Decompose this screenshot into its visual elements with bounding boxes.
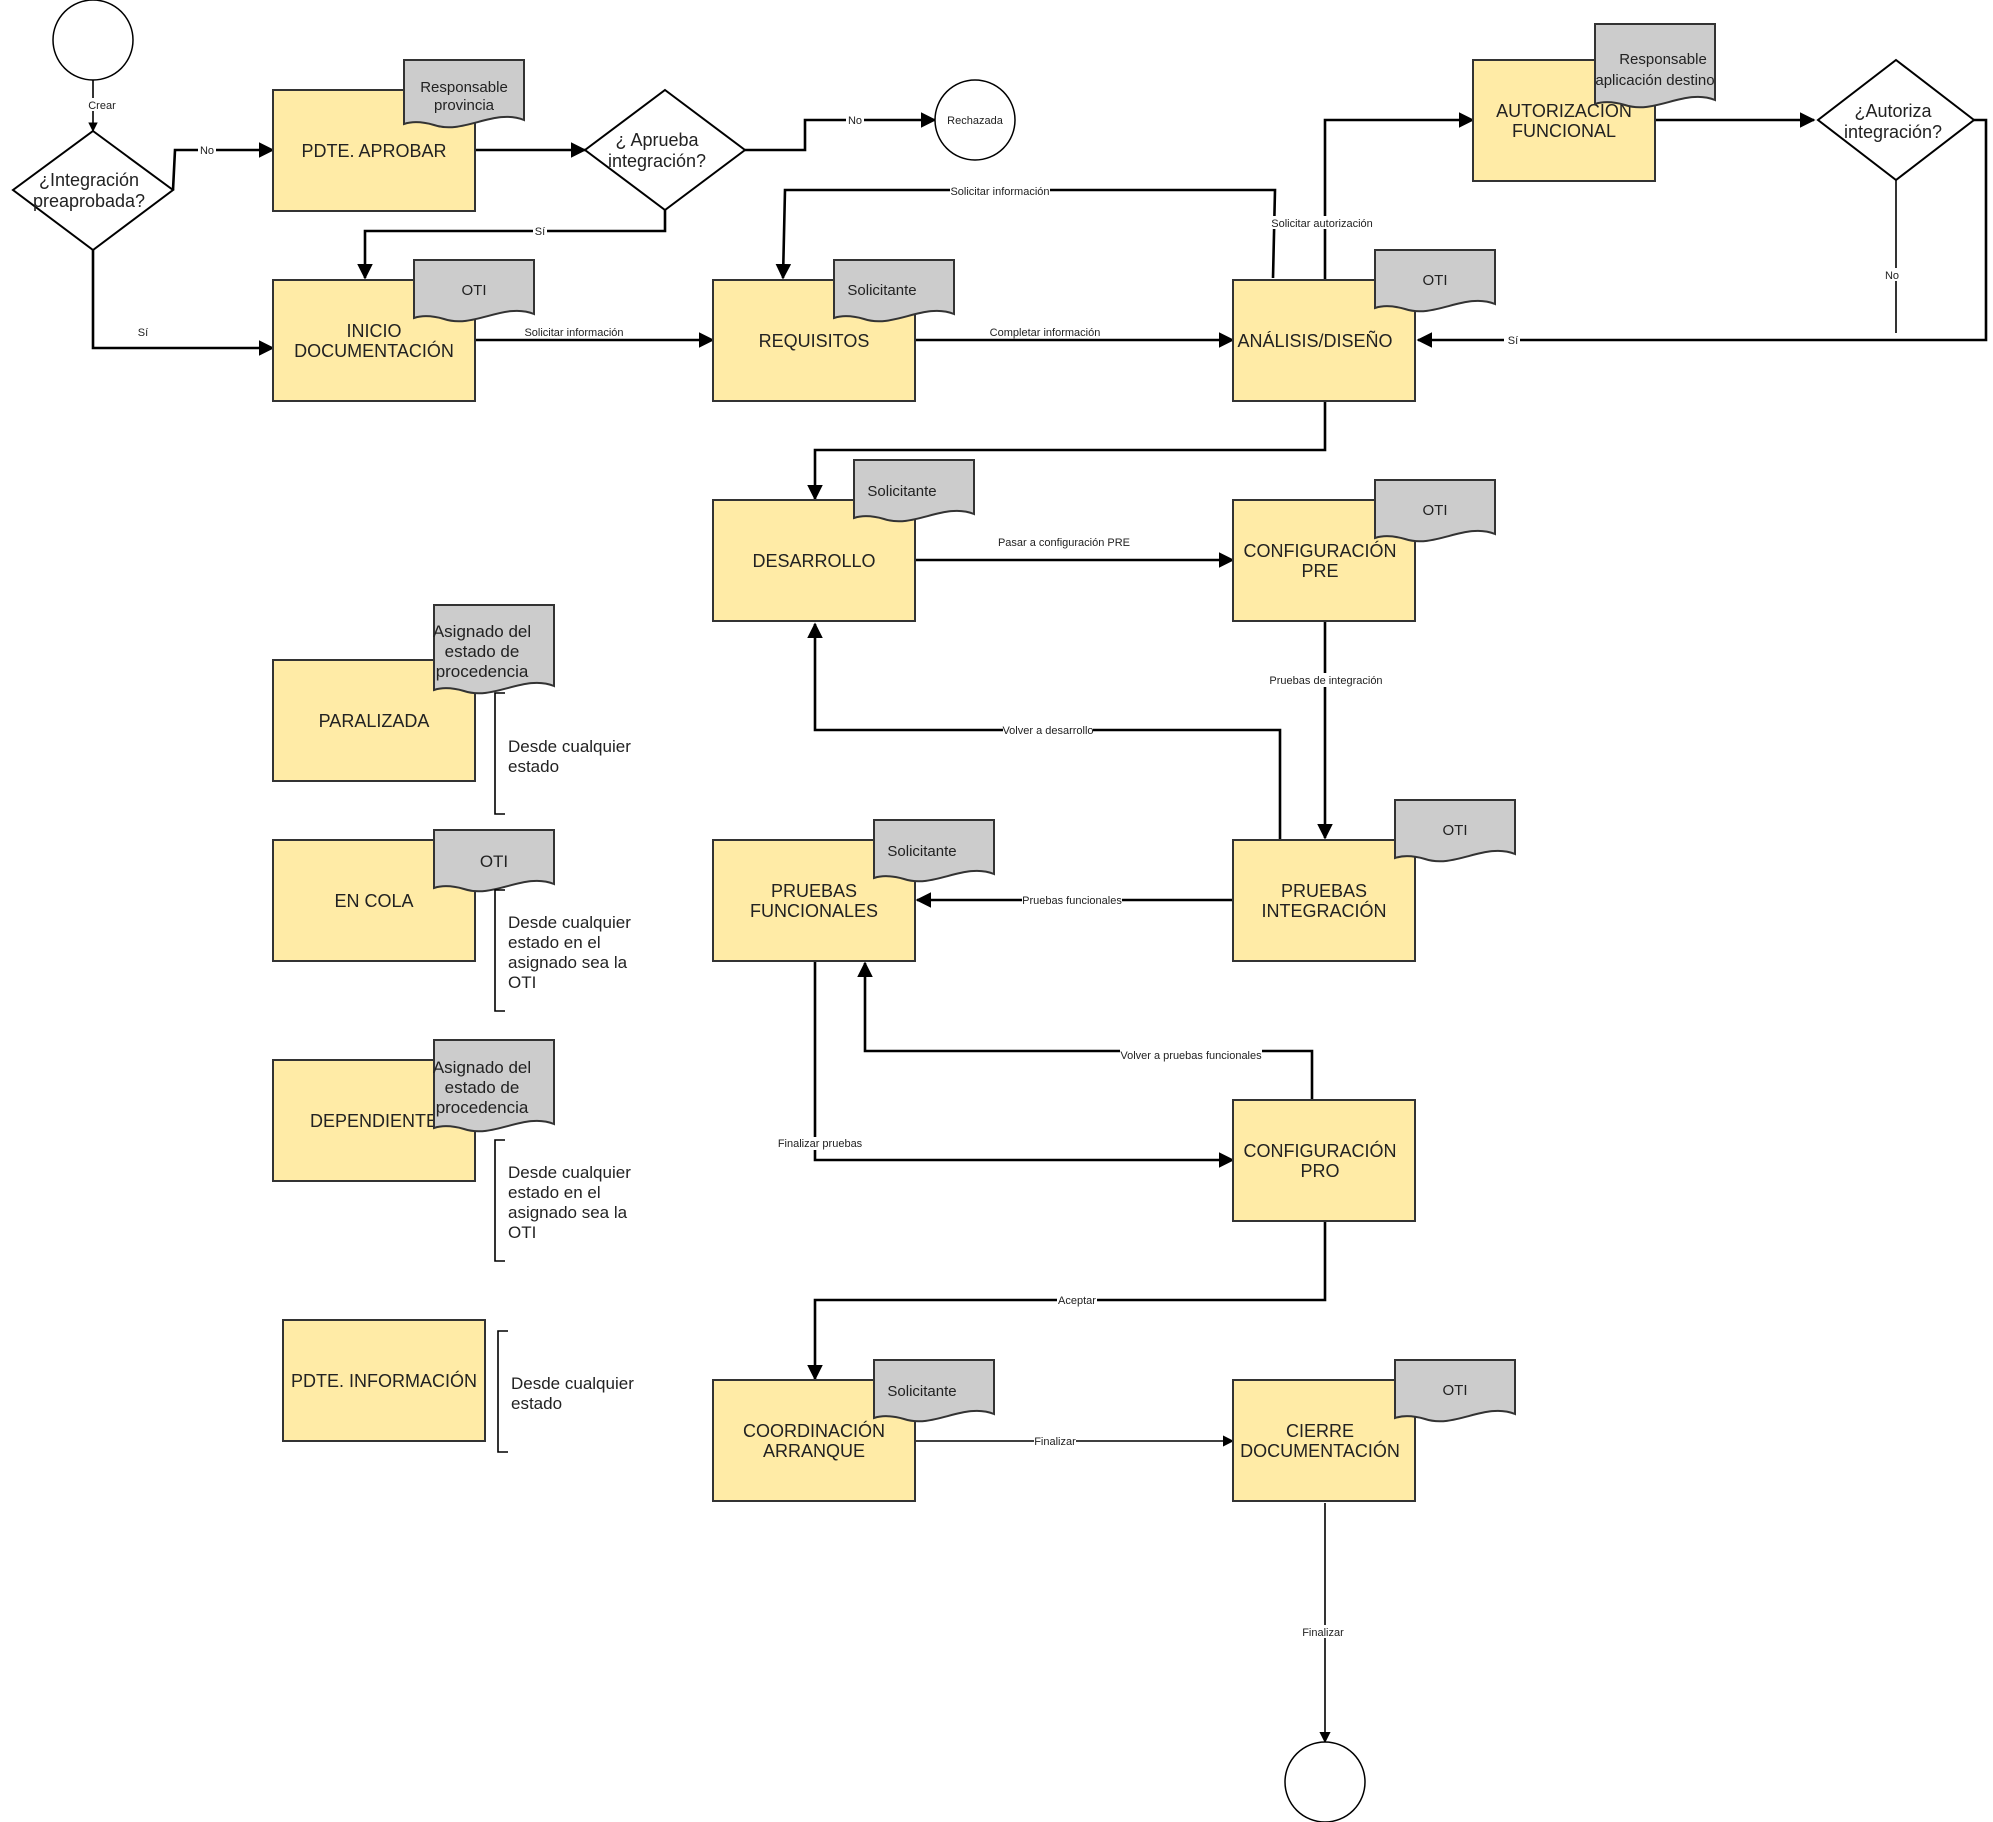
svg-text:OTI: OTI — [1443, 822, 1468, 839]
edge-analisis-to-desarrollo — [807, 402, 1327, 501]
edge-label-pruebas-funcionales: Pruebas funcionales — [1022, 895, 1122, 907]
svg-text:Solicitante: Solicitante — [887, 1383, 956, 1400]
note-solicitante-requisitos: Solicitante — [833, 259, 955, 323]
start-node — [52, 0, 134, 81]
edge-label-solicitar-autorizacion: Solicitar autorización — [1271, 218, 1373, 230]
svg-text:DEPENDIENTE: DEPENDIENTE — [310, 1111, 438, 1131]
edge-label-finalizar-2: Finalizar — [1302, 1627, 1344, 1639]
edge-label-finalizar-pruebas: Finalizar pruebas — [778, 1138, 863, 1150]
edge-label-solicitar-informacion-2: Solicitar información — [950, 186, 1049, 198]
state-requisitos: REQUISITOS — [712, 279, 916, 402]
edge-label-no-3: No — [1885, 270, 1899, 282]
note-oti-en-cola: OTI — [433, 829, 555, 893]
svg-text:Solicitante: Solicitante — [887, 843, 956, 860]
brace-paralizada — [494, 692, 505, 815]
note-oti-config-pre: OTI — [1374, 479, 1496, 543]
svg-text:OTI: OTI — [1423, 502, 1448, 519]
svg-text:OTI: OTI — [480, 852, 508, 871]
note-solicitante-desarrollo: Solicitante — [853, 459, 975, 523]
edge-label-no-1: No — [200, 145, 214, 157]
edge-label-completar-informacion: Completar información — [990, 327, 1101, 339]
svg-text:ANÁLISIS/DISEÑO: ANÁLISIS/DISEÑO — [1237, 330, 1392, 351]
decision-autoriza-integracion — [1816, 58, 1976, 182]
edge-label-no-2: No — [848, 115, 862, 127]
note-solicitante-coordinacion: Solicitante — [873, 1359, 995, 1423]
edge-label-si-1: Sí — [138, 327, 148, 339]
edge-label-si-3: Sí — [1508, 335, 1518, 347]
edge-label-aceptar: Aceptar — [1058, 1295, 1096, 1307]
rechazada-node — [934, 79, 1016, 161]
rechazada-label: Rechazada — [947, 115, 1004, 127]
decision-aprueba-integracion — [583, 88, 747, 212]
svg-text:EN COLA: EN COLA — [334, 891, 413, 911]
brace-dependiente — [494, 1139, 505, 1262]
note-oti-cierre: OTI — [1394, 1359, 1516, 1423]
edge-label-volver-a-pruebas-funcionales: Volver a pruebas funcionales — [1120, 1050, 1262, 1062]
brace-en-cola — [494, 889, 505, 1012]
svg-text:PARALIZADA: PARALIZADA — [319, 711, 430, 731]
edge-decision-3-si — [1416, 118, 1988, 348]
svg-text:PDTE. APROBAR: PDTE. APROBAR — [301, 141, 446, 161]
edge-decision-1-si — [91, 250, 275, 356]
edge-config-pro-to-pruebas-func — [857, 961, 1314, 1100]
svg-text:PDTE. INFORMACIÓN: PDTE. INFORMACIÓN — [291, 1370, 477, 1391]
state-analisis-diseno: ANÁLISIS/DISEÑO — [1232, 279, 1416, 402]
edge-label-volver-a-desarrollo: Volver a desarrollo — [1002, 725, 1093, 737]
state-pdte-informacion: PDTE. INFORMACIÓN — [282, 1319, 486, 1442]
svg-text:Solicitante: Solicitante — [867, 483, 936, 500]
edge-decision-1-no — [171, 142, 275, 191]
decision-integracion-preaprobada — [11, 129, 175, 252]
svg-text:REQUISITOS: REQUISITOS — [759, 331, 870, 351]
svg-text:OTI: OTI — [1443, 1382, 1468, 1399]
note-oti-inicio: OTI — [413, 259, 535, 323]
svg-text:OTI: OTI — [462, 282, 487, 299]
edge-label-pruebas-de-integracion: Pruebas de integración — [1269, 675, 1382, 687]
edge-label-pasar-configuracion-pre: Pasar a configuración PRE — [998, 537, 1130, 549]
svg-text:Solicitante: Solicitante — [847, 282, 916, 299]
svg-text:DESARROLLO: DESARROLLO — [752, 551, 875, 571]
note-oti-pruebas-int: OTI — [1394, 799, 1516, 863]
edge-pruebas-func-to-config-pro — [813, 962, 1235, 1168]
edge-label-si-2: Sí — [535, 226, 545, 238]
edge-decision-2-si — [357, 210, 667, 280]
edge-decision-2-no — [745, 112, 937, 152]
svg-text:OTI: OTI — [1423, 272, 1448, 289]
end-node — [1284, 1741, 1366, 1822]
edge-label-crear: Crear — [88, 100, 116, 112]
brace-pdte-informacion — [497, 1330, 508, 1453]
edge-label-solicitar-informacion-1: Solicitar información — [524, 327, 623, 339]
note-solicitante-pruebas-func: Solicitante — [873, 819, 995, 883]
state-desarrollo: DESARROLLO — [712, 499, 916, 622]
edge-label-finalizar-1: Finalizar — [1034, 1436, 1076, 1448]
note-oti-analisis: OTI — [1374, 249, 1496, 313]
